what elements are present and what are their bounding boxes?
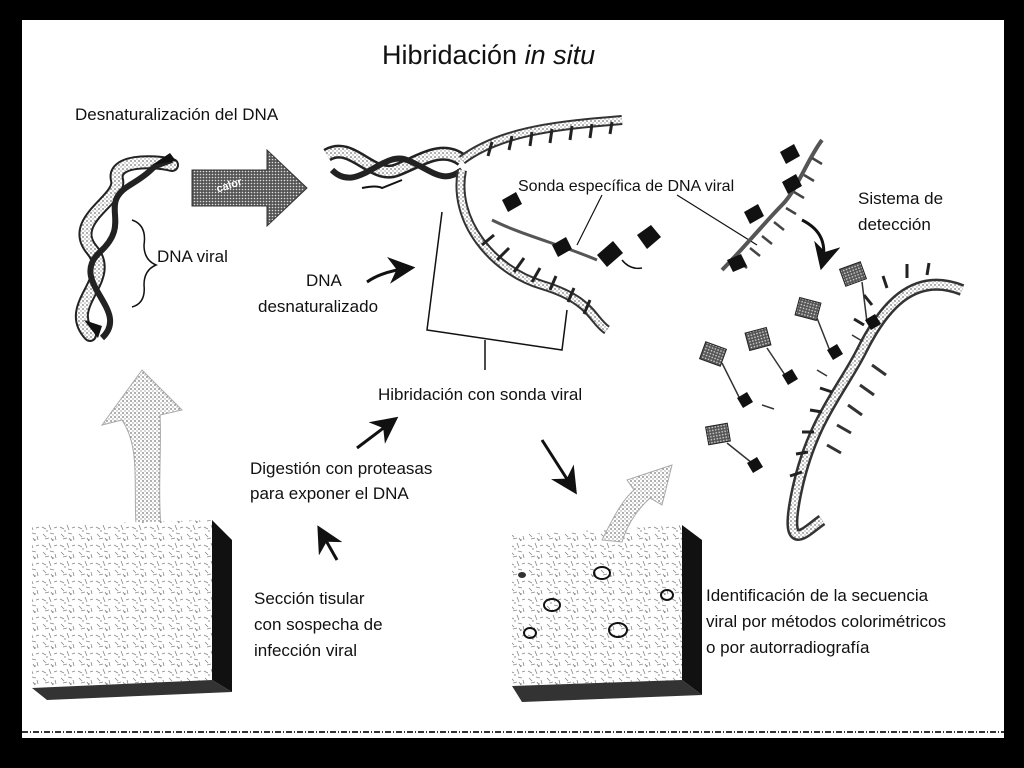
viral-dna-brace [131,219,158,308]
slide: calor [22,20,1004,738]
page-title: Hibridación in situ [382,40,596,70]
label-denatured-dna-1: DNA [306,271,342,290]
label-identification-3: o por autorradiografía [706,638,870,657]
heat-arrow: calor [191,148,308,228]
tissue-block-right [512,464,702,702]
label-denaturation: Desnaturalización del DNA [75,105,279,124]
magnify-bracket [426,211,568,351]
probe-strand [720,138,824,272]
diagram-artwork: calor [22,115,1004,733]
denatured-arrow [366,256,416,284]
detection-system-strand [698,261,965,541]
label-denatured-dna-2: desnaturalizado [258,297,379,316]
denatured-dna-strands [323,115,661,335]
label-detection-1: Sistema de [858,189,944,208]
hybridization-arrow [356,416,399,450]
digestion-arrow [317,525,343,561]
label-probe: Sonda específica de DNA viral [518,178,735,195]
label-identification-2: viral por métodos colorimétricos [706,612,946,631]
detection-curved-arrow [801,218,841,271]
label-hybridization: Hibridación con sonda viral [378,385,583,404]
label-viral-dna: DNA viral [157,247,228,266]
label-digestion-2: para exponer el DNA [250,484,409,503]
label-detection-2: detección [858,215,931,234]
label-digestion-1: Digestión con proteasas [250,459,433,478]
label-section-2: con sospecha de [254,615,383,634]
label-section-3: infección viral [254,641,357,660]
label-identification-1: Identificación de la secuencia [706,586,929,605]
label-section-1: Sección tisular [254,589,365,608]
left-upward-arrow [100,369,183,541]
identification-arrow [540,439,577,495]
viral-dna-helix [75,153,179,342]
tissue-block-left [32,520,232,700]
